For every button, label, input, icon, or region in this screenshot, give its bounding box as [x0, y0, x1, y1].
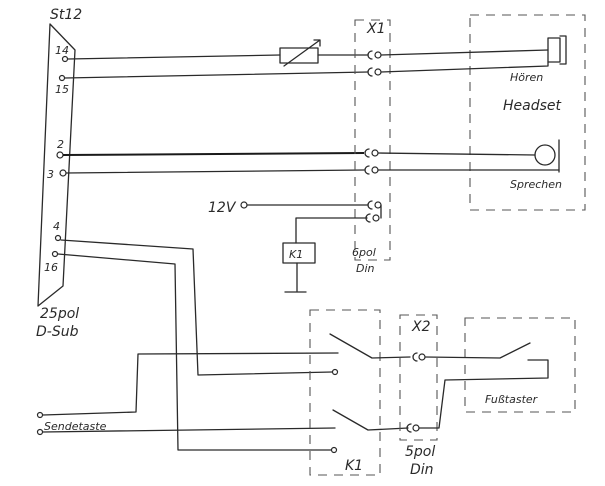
connector-label: St12 [50, 7, 82, 23]
supply-label: 12V [208, 200, 237, 216]
headset-label: Headset [503, 98, 562, 114]
wires-headset-mic [56, 151, 365, 177]
earpiece-label: Hören [510, 71, 543, 84]
connector-st12: St12 14 15 2 3 4 16 25pol D-Sub [36, 7, 82, 340]
mic-label: Sprechen [510, 178, 562, 191]
headset: Hören Headset Sprechen [377, 14, 586, 211]
earpiece-icon [547, 37, 561, 63]
footswitch: Fußtaster [418, 317, 576, 429]
relay-coil-label: K1 [289, 248, 303, 261]
relay-contacts-k1: K1 [309, 309, 411, 476]
relay-coil-icon [282, 242, 316, 264]
wires-headset-earpiece [58, 39, 369, 82]
x1-label: X1 [366, 21, 386, 37]
pin-label-15: 15 [55, 83, 69, 96]
relay-contacts-label: K1 [345, 458, 363, 474]
connector-x2: X2 5pol Din [399, 314, 438, 478]
x2-type-1: 5pol [405, 444, 435, 460]
pin-label-16: 16 [44, 261, 58, 274]
x2-type-2: Din [410, 462, 434, 478]
footswitch-label: Fußtaster [485, 393, 539, 406]
sendkey-label: Sendetaste [44, 420, 107, 433]
x2-label: X2 [411, 319, 431, 335]
x1-contacts [364, 50, 382, 223]
connector-type-1: 25pol [40, 306, 79, 322]
pin-label-4: 4 [53, 220, 60, 233]
sendkey: Sendetaste [36, 352, 339, 436]
relay-coil-circuit: 12V K1 [208, 200, 369, 293]
x1-type-2: Din [356, 262, 375, 275]
microphone-icon [534, 144, 556, 166]
connector-type-2: D-Sub [36, 324, 79, 340]
x1-type-1: 6pol [352, 246, 376, 259]
pin-label-2: 2 [57, 138, 64, 151]
pin-label-14: 14 [55, 44, 69, 57]
pin-label-3: 3 [47, 168, 54, 181]
connector-x1: X1 6pol Din [352, 19, 391, 275]
wires-relay [51, 234, 339, 454]
